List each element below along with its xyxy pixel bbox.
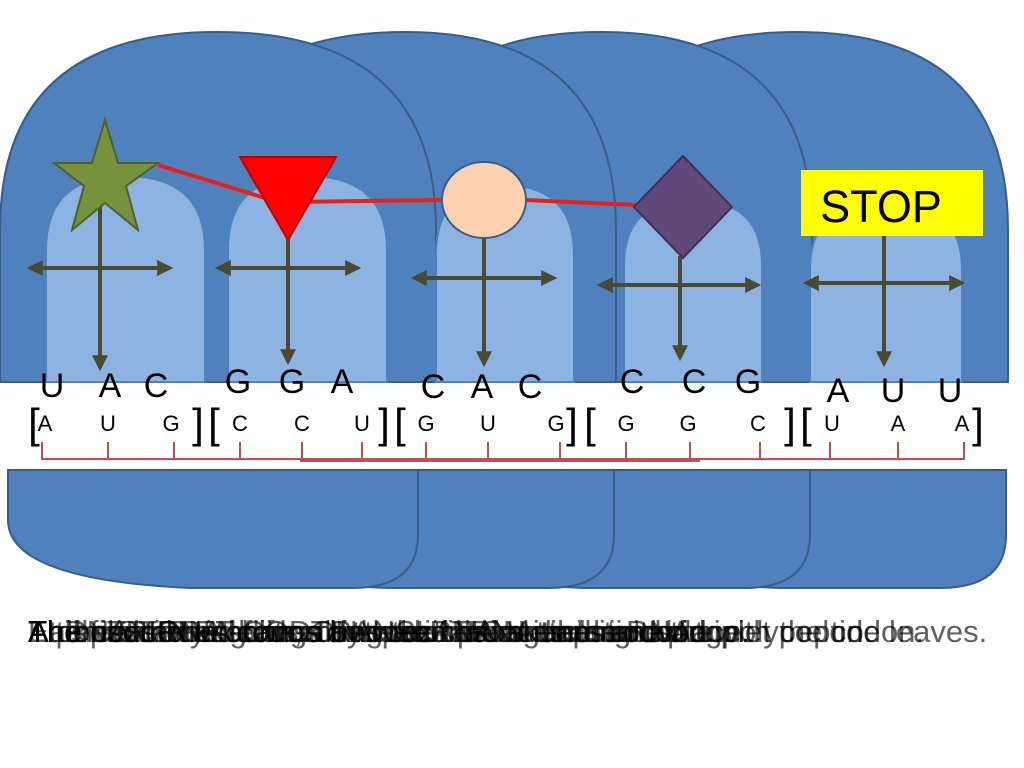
cross-arrow-icon bbox=[596, 256, 762, 362]
codon-base: A bbox=[38, 411, 53, 436]
codon-base: U bbox=[100, 411, 116, 436]
caption: Each TRIPLET CODON specifies one amino a… bbox=[28, 614, 715, 649]
anticodon-base: C bbox=[421, 368, 446, 406]
bracket-open: [ bbox=[28, 400, 40, 447]
star-amino-acid-icon bbox=[51, 116, 162, 233]
cross-arrow-icon bbox=[214, 234, 362, 366]
caption: This continues codon by codon along the … bbox=[28, 614, 701, 649]
triangle-amino-acid-icon bbox=[238, 156, 338, 242]
caption: A ribosome attaches to the mRNA at the s… bbox=[28, 614, 750, 649]
anticodon-base: G bbox=[225, 363, 251, 401]
circle-amino-acid-icon bbox=[441, 161, 527, 239]
mrna-strand: [ ] [ ] [ ] [ ] [ ] A U G C C U G U G G … bbox=[28, 400, 984, 462]
codon-base: G bbox=[617, 411, 634, 436]
small-subunits bbox=[7, 469, 1007, 589]
anticodon-base: U bbox=[881, 372, 906, 410]
bracket-close: ] bbox=[972, 400, 984, 447]
stop-label: STOP bbox=[820, 181, 942, 232]
codon-base: G bbox=[547, 411, 564, 436]
anticodon-base: U bbox=[40, 367, 65, 405]
caption: A tRNA carrying an amino acid pairs its … bbox=[28, 614, 925, 649]
caption-stack: A ribosome attaches to the mRNA at the s… bbox=[28, 606, 1003, 716]
bracket-open: [ bbox=[208, 400, 220, 447]
anticodon-base: U bbox=[938, 372, 963, 410]
codon-brackets: [ ] [ ] [ ] [ ] [ ] bbox=[28, 400, 984, 447]
caption: The first tRNA leaves and the chain keep… bbox=[28, 614, 732, 649]
codon-base: U bbox=[354, 411, 370, 436]
anticodon-base: A bbox=[827, 372, 850, 410]
stop-box bbox=[801, 170, 983, 236]
anticodon-base: A bbox=[471, 368, 494, 406]
anticodons: U A C G G A C A C C C G A U U bbox=[40, 363, 963, 410]
peptide-bond bbox=[287, 198, 443, 204]
bracket-open: [ bbox=[584, 400, 596, 447]
bracket-open: [ bbox=[800, 400, 812, 447]
translation-diagram: STOP U A C G G A C A C C C G A U U [ ] [… bbox=[0, 30, 1009, 589]
anticodon-base: G bbox=[735, 363, 761, 401]
caption: The next tRNA brings the next amino acid… bbox=[28, 614, 751, 649]
codon-base: U bbox=[480, 411, 496, 436]
codon-base: U bbox=[824, 411, 840, 436]
bracket-close: ] bbox=[566, 400, 578, 447]
codon-base: C bbox=[750, 411, 766, 436]
anticodon-base: G bbox=[279, 363, 305, 401]
codon-base: G bbox=[162, 411, 179, 436]
cross-arrow-icon bbox=[802, 235, 966, 368]
codon-base: G bbox=[679, 411, 696, 436]
codons: A U G C C U G U G G G C U A A bbox=[38, 411, 970, 436]
codon-base: C bbox=[232, 411, 248, 436]
codon-base: A bbox=[891, 411, 906, 436]
cross-arrow-icon bbox=[26, 190, 174, 372]
caption: The ribosome shifts along the mRNA to th… bbox=[28, 614, 873, 649]
bracket-close: ] bbox=[784, 400, 796, 447]
caption: A peptide bond forms between the amino a… bbox=[28, 614, 682, 649]
anticodon-base: C bbox=[518, 368, 543, 406]
diamond-amino-acid-icon bbox=[632, 154, 734, 260]
anticodon-base: C bbox=[144, 367, 169, 405]
cross-arrow-icon bbox=[410, 238, 558, 368]
anticodon-base: C bbox=[682, 363, 707, 401]
codon-connectors bbox=[41, 442, 965, 462]
codon-base: G bbox=[417, 411, 434, 436]
anticodon-base: C bbox=[620, 363, 645, 401]
anticodon-base: A bbox=[331, 363, 354, 401]
codon-base: C bbox=[294, 411, 310, 436]
bracket-close: ] bbox=[192, 400, 204, 447]
codon-base: A bbox=[955, 411, 970, 436]
caption: At the STOP codon, TRANSLATION ends and … bbox=[28, 614, 988, 649]
bracket-open: [ bbox=[394, 400, 406, 447]
bracket-close: ] bbox=[378, 400, 390, 447]
anticodon-base: A bbox=[99, 367, 122, 405]
peptide-bond bbox=[525, 198, 637, 207]
small-subunit bbox=[7, 469, 419, 589]
site-arrows bbox=[26, 190, 966, 372]
